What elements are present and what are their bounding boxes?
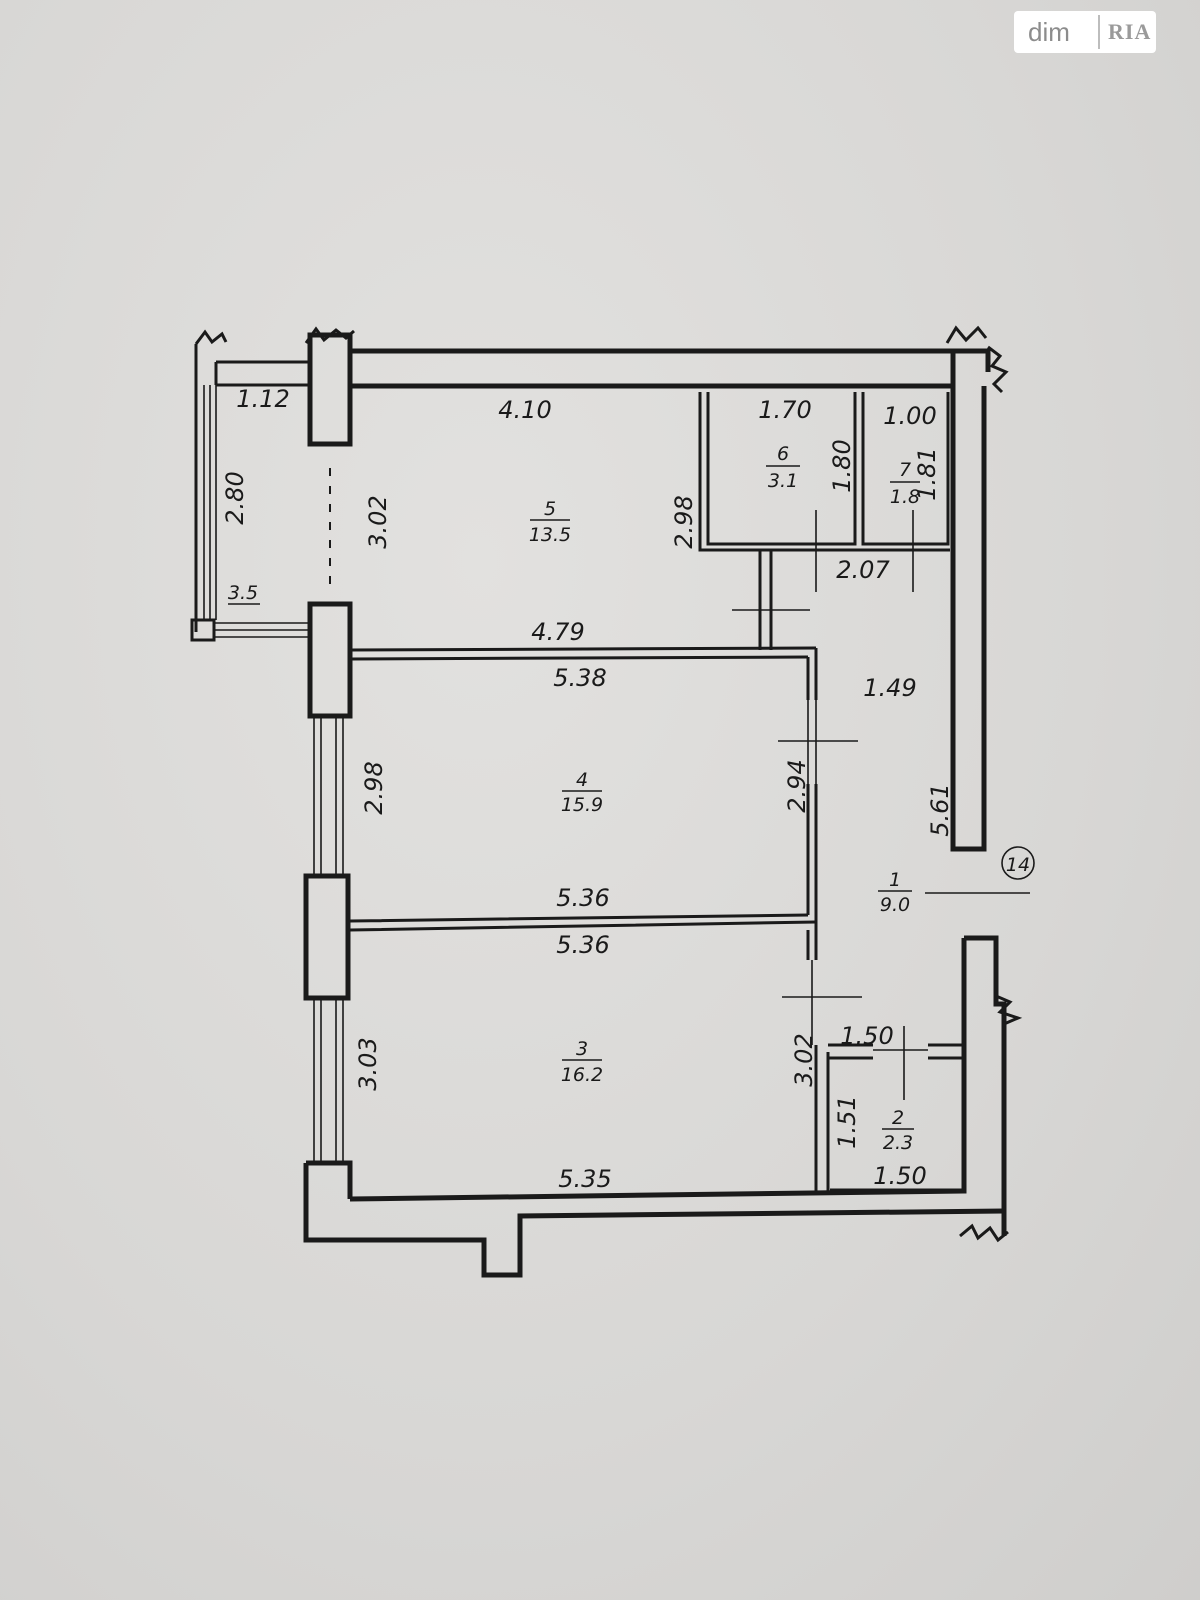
room-5-area: 13.5 (529, 524, 571, 546)
room-4-bottom-dim: 5.36 (556, 884, 609, 912)
room-5-bottom-dim: 4.79 (531, 618, 584, 646)
balcony-area: 3.5 (228, 582, 258, 604)
room-7-side-dim: 1.81 (913, 447, 941, 500)
wc-bottom-dim: 2.07 (836, 556, 890, 584)
room-3-bottom-dim: 5.35 (558, 1165, 611, 1193)
room-4-right-dim: 2.94 (783, 759, 811, 812)
room-7-number: 7 (899, 459, 911, 481)
room-6-top-dim: 1.70 (758, 396, 811, 424)
room-2-area: 2.3 (883, 1132, 913, 1154)
room-2-side-dim: 1.51 (833, 1095, 861, 1148)
room-3-right-dim: 3.02 (790, 1033, 818, 1086)
room-7-top-dim: 1.00 (883, 402, 936, 430)
axis-marker-label: 14 (1006, 854, 1030, 876)
balcony-width-dim: 1.12 (236, 385, 289, 413)
room-4-side-dim: 2.98 (360, 761, 388, 814)
room-3-top-dim: 5.36 (556, 931, 609, 959)
room-5-top-dim: 4.10 (498, 396, 551, 424)
room-5-side-dim: 3.02 (364, 495, 392, 548)
ria-logo-icon: RIA (1108, 19, 1152, 44)
room-2-number: 2 (892, 1107, 904, 1129)
balcony (190, 344, 310, 642)
dimria-watermark: dim RIA (1014, 11, 1156, 53)
room-4-top-dim: 5.38 (553, 664, 606, 692)
watermark-brand: dim (1028, 16, 1070, 47)
watermark-separator (1098, 15, 1100, 49)
room-1-area: 9.0 (880, 894, 910, 916)
room-3-area: 16.2 (561, 1064, 603, 1086)
wall-break-symbols (194, 325, 1023, 1243)
exterior-walls (303, 332, 1007, 1278)
room-6-area: 3.1 (768, 470, 798, 492)
interior-partitions (349, 392, 964, 1191)
room-2-top-dim: 1.50 (840, 1022, 893, 1050)
room-5-number: 5 (544, 498, 556, 520)
room-4-number: 4 (576, 769, 588, 791)
room-3-side-dim: 3.03 (354, 1037, 382, 1090)
room-2-bottom-dim: 1.50 (873, 1162, 926, 1190)
room-labels: 5 13.5 6 3.1 7 1.8 4 15.9 1 9.0 3 16.2 2… (228, 443, 920, 1154)
dimension-labels: 1.12 4.10 1.70 1.00 2.07 4.79 5.38 1.49 … (221, 385, 954, 1193)
room-6-number: 6 (777, 443, 789, 465)
room-5-right-dim: 2.98 (670, 495, 698, 548)
windows (313, 716, 344, 1163)
dimension-ticks (732, 510, 1030, 1100)
hall-length-dim: 5.61 (926, 783, 954, 836)
room-4-area: 15.9 (561, 794, 603, 816)
balcony-length-dim: 2.80 (221, 471, 249, 524)
hall-width-dim: 1.49 (863, 674, 916, 702)
room-7-area: 1.8 (890, 486, 920, 508)
room-3-number: 3 (576, 1038, 588, 1060)
room-6-side-dim: 1.80 (828, 439, 856, 492)
room-1-number: 1 (889, 869, 901, 891)
axis-marker-circle (1001, 846, 1035, 880)
